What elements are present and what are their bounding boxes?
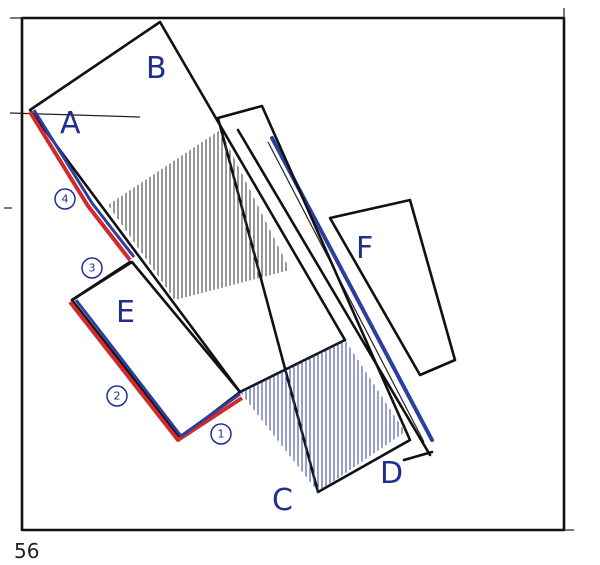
bar-d-inner-edge bbox=[267, 141, 425, 443]
bar-d-end bbox=[402, 450, 434, 462]
outline-upper-blue bbox=[32, 109, 136, 258]
outline-upper-red bbox=[28, 110, 132, 262]
panel-a-b bbox=[28, 20, 347, 394]
panel-c bbox=[216, 104, 412, 494]
marker-3: 3 bbox=[89, 262, 96, 275]
marker-2: 2 bbox=[114, 390, 121, 403]
marker-4-circle bbox=[54, 188, 76, 210]
hatch-top bbox=[109, 130, 290, 300]
label-c: C bbox=[272, 483, 293, 518]
label-b: B bbox=[146, 51, 167, 86]
label-f: F bbox=[356, 231, 373, 266]
marker-1-circle bbox=[210, 423, 232, 445]
bar-d-outer-edge bbox=[236, 128, 432, 457]
marker-1: 1 bbox=[218, 428, 225, 441]
marker-2-circle bbox=[106, 385, 128, 407]
marker-4: 4 bbox=[62, 193, 69, 206]
label-d: D bbox=[380, 456, 403, 491]
frame-border bbox=[20, 16, 566, 532]
label-a: A bbox=[60, 106, 81, 141]
outline-lower-blue bbox=[74, 299, 241, 438]
label-e: E bbox=[116, 295, 135, 330]
outline-lower-red bbox=[68, 300, 244, 442]
marker-3-circle bbox=[81, 257, 103, 279]
panel-f bbox=[328, 198, 457, 377]
page-number: 56 bbox=[14, 539, 39, 563]
step-notch bbox=[70, 260, 132, 302]
